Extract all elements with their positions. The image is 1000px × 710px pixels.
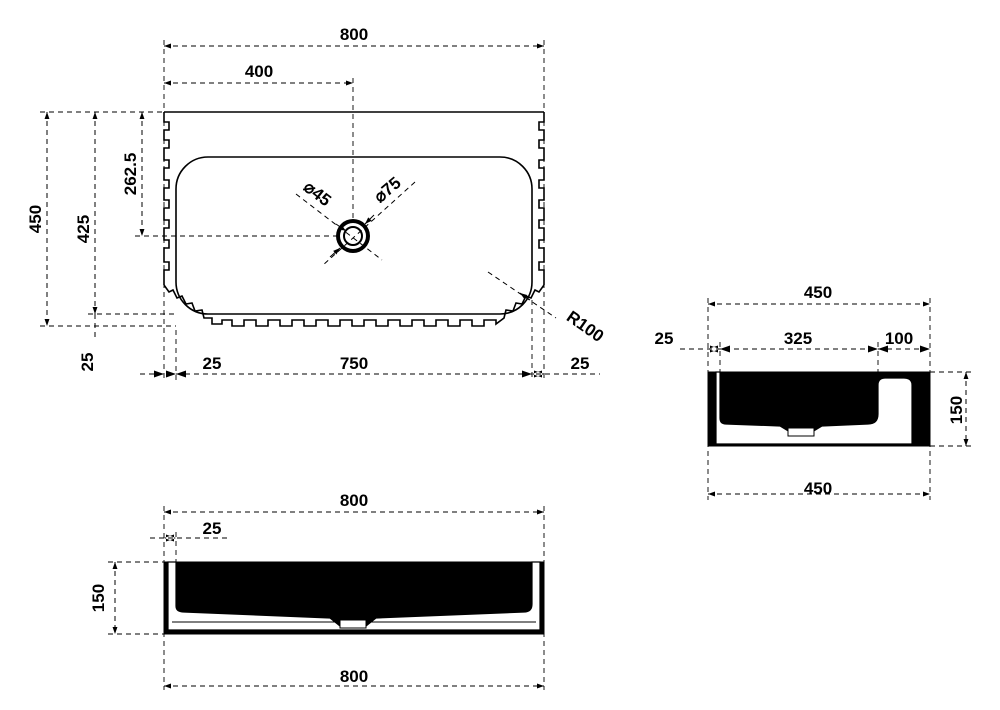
drain-hole	[343, 226, 363, 246]
dim-r100: R100	[563, 307, 607, 346]
dim-450-depth: 450	[26, 205, 45, 233]
front-dim-800-bottom: 800	[340, 667, 368, 686]
dim-diameter-75: ⌀75	[370, 173, 405, 206]
dim-425: 425	[74, 215, 93, 243]
side-dim-450-top: 450	[804, 283, 832, 302]
side-dim-25: 25	[655, 329, 674, 348]
top-view: 800 400 450 425 262.5 25 25 750 25 ⌀45 ⌀…	[26, 25, 607, 380]
side-view: 450 25 325 100 150 450	[655, 283, 972, 500]
front-dim-25: 25	[203, 519, 222, 538]
dim-262-5: 262.5	[121, 153, 140, 196]
dim-25-back: 25	[78, 353, 97, 372]
dim-diameter-45: ⌀45	[300, 177, 335, 210]
side-dim-325: 325	[784, 329, 812, 348]
front-dim-800-top: 800	[340, 491, 368, 510]
side-dim-450-bottom: 450	[804, 479, 832, 498]
dim-25-right: 25	[571, 354, 590, 373]
dim-25-left: 25	[203, 354, 222, 373]
dim-750: 750	[340, 354, 368, 373]
side-dim-100: 100	[885, 329, 913, 348]
side-dim-150: 150	[947, 396, 966, 424]
dim-800-top: 800	[340, 25, 368, 44]
front-view: 800 25 150 110 800	[89, 491, 545, 690]
front-dim-110: 110	[373, 576, 392, 603]
dim-400: 400	[245, 62, 273, 81]
front-dim-150: 150	[89, 584, 108, 612]
